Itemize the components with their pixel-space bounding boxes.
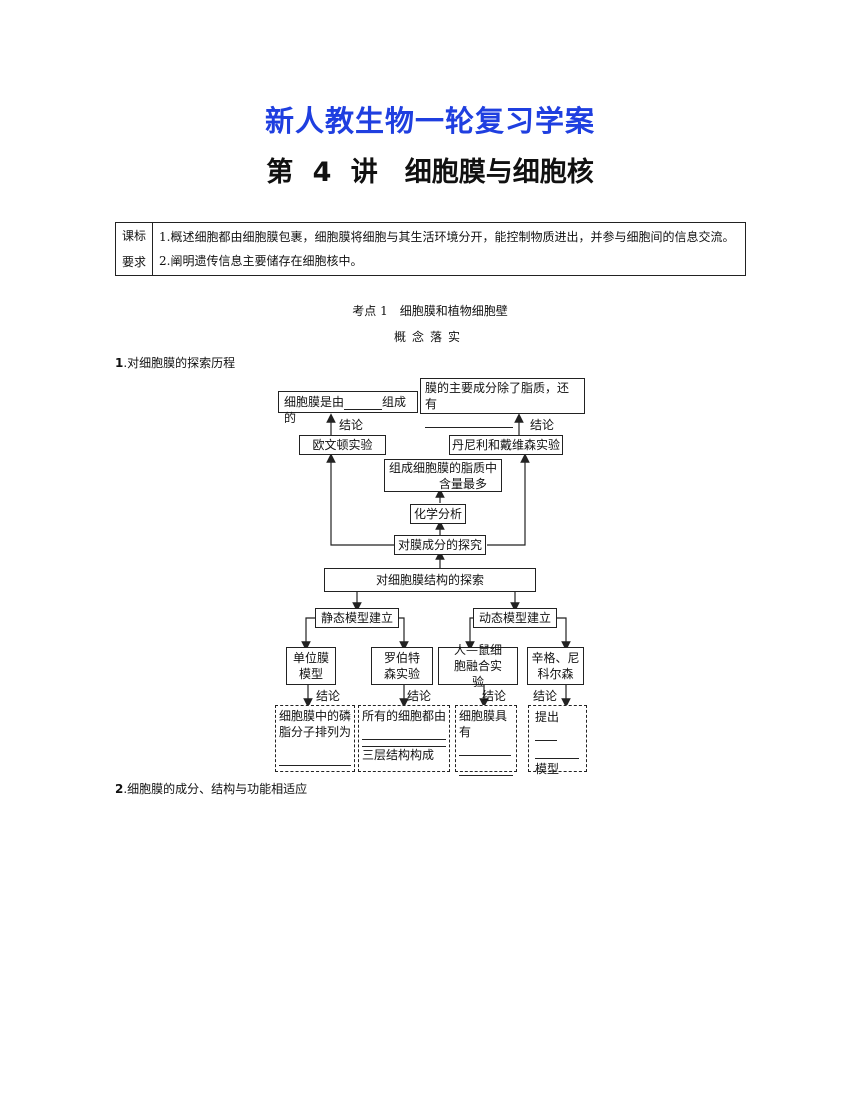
chem-analysis-box: 化学分析 bbox=[410, 504, 466, 524]
top-right-box: 膜的主要成分除了脂质，还有 bbox=[420, 378, 585, 428]
top-left-box: 细胞膜是由组成的 bbox=[278, 391, 418, 425]
overton-box: 欧文顿实验 bbox=[299, 435, 386, 455]
unit-membrane-box: 单位膜模型 bbox=[286, 647, 336, 685]
top-left-text: 细胞膜是由 bbox=[284, 395, 345, 409]
top-left-tail: 组成的 bbox=[284, 395, 407, 425]
answer-blank bbox=[389, 491, 439, 492]
fusion-box: 人—鼠细胞融合实验 bbox=[438, 643, 518, 689]
conclusion-tail: 三层结构构成 bbox=[362, 746, 446, 763]
conclusion-label: 结论 bbox=[407, 689, 432, 703]
question-2: 2.细胞膜的成分、结构与功能相适应 bbox=[115, 780, 307, 797]
question-number: 1 bbox=[115, 356, 124, 370]
answer-blank bbox=[362, 739, 446, 740]
structure-exploration-box: 对细胞膜结构的探索 bbox=[324, 568, 536, 592]
lecture-title: 第 4 讲 细胞膜与细胞核 bbox=[266, 157, 594, 188]
conclusion-label: 结论 bbox=[339, 418, 364, 432]
conclusion-label: 结论 bbox=[530, 418, 555, 432]
danielli-box: 丹尼利和戴维森实验 bbox=[449, 435, 563, 455]
question-text: .对细胞膜的探索历程 bbox=[123, 356, 236, 370]
answer-blank bbox=[535, 758, 579, 759]
conclusion-box-3: 细胞膜具有 bbox=[455, 705, 517, 776]
lipid-box: 组成细胞膜的脂质中 含量最多 bbox=[384, 459, 502, 492]
requirements-content: 1.概述细胞都由细胞膜包裹，细胞膜将细胞与其生活环境分开，能控制物质进出，并参与… bbox=[152, 222, 746, 276]
membrane-composition-box: 对膜成分的探究 bbox=[394, 535, 486, 555]
conclusion-tail: 模型 bbox=[535, 762, 560, 776]
conclusion-text: 提出 bbox=[535, 710, 560, 724]
answer-blank bbox=[279, 765, 351, 766]
requirement-item: 2.阐明遗传信息主要储存在细胞核中。 bbox=[159, 254, 363, 268]
lipid-text: 组成细胞膜的脂质中 bbox=[389, 461, 498, 475]
conclusion-label: 结论 bbox=[316, 689, 341, 703]
section-title: 考点 1 细胞膜和植物细胞壁 bbox=[352, 304, 508, 318]
conclusion-box-1: 细胞膜中的磷脂分子排列为 bbox=[275, 705, 355, 772]
lipid-tail: 含量最多 bbox=[439, 477, 488, 491]
dynamic-model-box: 动态模型建立 bbox=[473, 608, 557, 628]
top-right-text: 膜的主要成分除了脂质，还有 bbox=[425, 381, 570, 411]
robertson-box: 罗伯特森实验 bbox=[371, 647, 433, 685]
conclusion-label: 结论 bbox=[482, 689, 507, 703]
conclusion-label: 结论 bbox=[533, 689, 558, 703]
question-1: 1.对细胞膜的探索历程 bbox=[115, 354, 235, 371]
requirements-label: 课标要求 bbox=[115, 222, 153, 276]
section-subtitle: 概念落实 bbox=[393, 330, 466, 344]
conclusion-box-2: 所有的细胞都由 三层结构构成 bbox=[358, 705, 450, 772]
question-text: .细胞膜的成分、结构与功能相适应 bbox=[123, 782, 308, 796]
answer-blank bbox=[535, 740, 557, 741]
requirements-table: 课标要求 1.概述细胞都由细胞膜包裹，细胞膜将细胞与其生活环境分开，能控制物质进… bbox=[115, 222, 746, 276]
requirement-item: 1.概述细胞都由细胞膜包裹，细胞膜将细胞与其生活环境分开，能控制物质进出，并参与… bbox=[159, 230, 735, 244]
conclusion-box-4: 提出 模型 bbox=[528, 705, 587, 776]
static-model-box: 静态模型建立 bbox=[315, 608, 399, 628]
answer-blank bbox=[459, 755, 511, 756]
question-number: 2 bbox=[115, 782, 124, 796]
conclusion-text: 细胞膜中的磷脂分子排列为 bbox=[279, 709, 352, 739]
answer-blank bbox=[344, 409, 383, 410]
doc-title: 新人教生物一轮复习学案 bbox=[264, 104, 595, 138]
conclusion-text: 所有的细胞都由 bbox=[362, 709, 447, 723]
conclusion-text: 细胞膜具有 bbox=[459, 709, 508, 739]
answer-blank bbox=[425, 427, 513, 428]
singer-box: 辛格、尼科尔森 bbox=[527, 647, 584, 685]
answer-blank bbox=[459, 775, 513, 776]
